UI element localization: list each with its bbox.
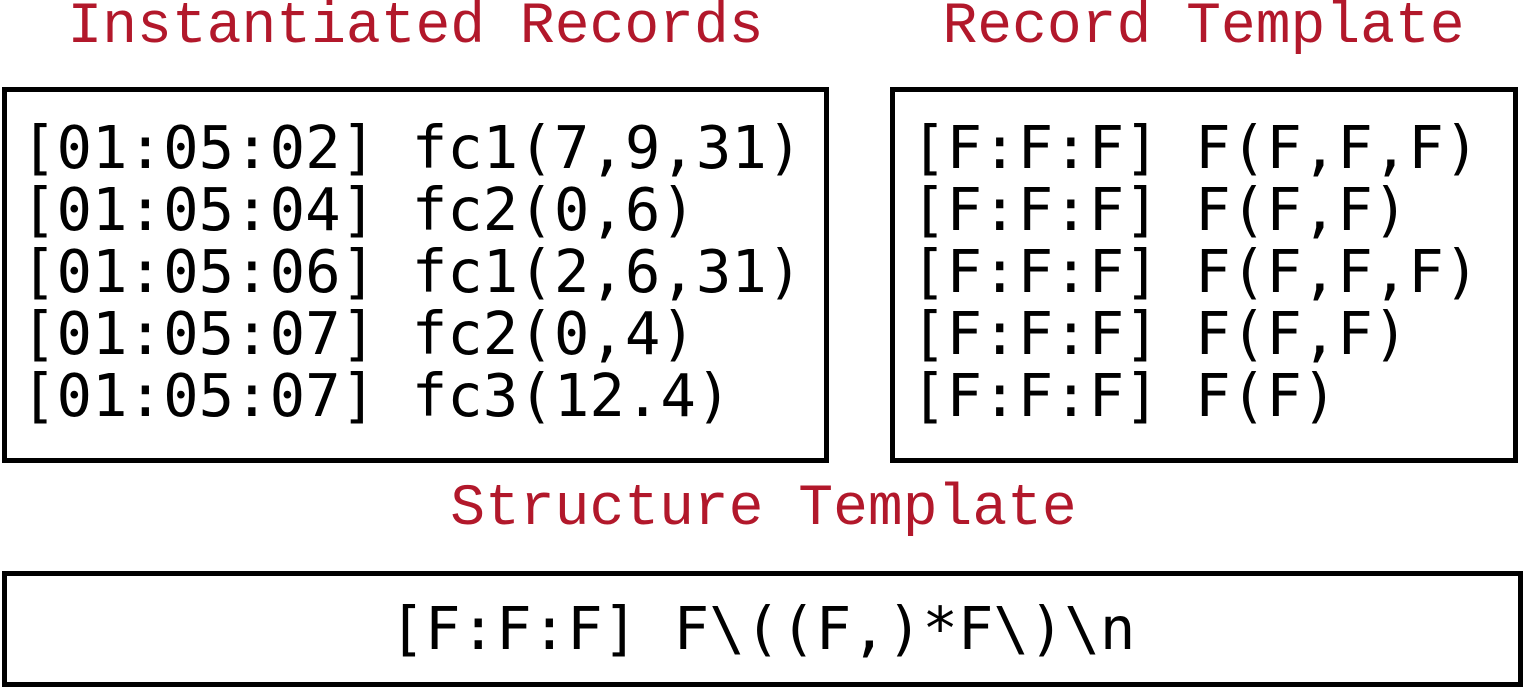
record-template-line: [F:F:F] F(F) [911,361,1338,430]
log-record-line: [01:05:07] fc2(0,4) [21,299,696,368]
structure-template-title: Structure Template [450,477,1077,542]
instantiated-records-box: [01:05:02] fc1(7,9,31) [01:05:04] fc2(0,… [2,87,829,463]
log-record-line: [01:05:07] fc3(12.4) [21,361,732,430]
record-template-line: [F:F:F] F(F,F) [911,175,1409,244]
record-template-line: [F:F:F] F(F,F,F) [911,113,1480,182]
record-template-title: Record Template [942,0,1465,60]
record-template-line: [F:F:F] F(F,F) [911,299,1409,368]
structure-template-pattern: [F:F:F] F\((F,)*F\)\n [389,594,1136,663]
record-template-box: [F:F:F] F(F,F,F) [F:F:F] F(F,F) [F:F:F] … [890,87,1518,463]
record-template-line: [F:F:F] F(F,F,F) [911,237,1480,306]
log-record-line: [01:05:02] fc1(7,9,31) [21,113,803,182]
log-record-line: [01:05:04] fc2(0,6) [21,175,696,244]
structure-template-box: [F:F:F] F\((F,)*F\)\n [2,571,1523,687]
instantiated-records-title: Instantiated Records [67,0,764,60]
log-record-line: [01:05:06] fc1(2,6,31) [21,237,803,306]
